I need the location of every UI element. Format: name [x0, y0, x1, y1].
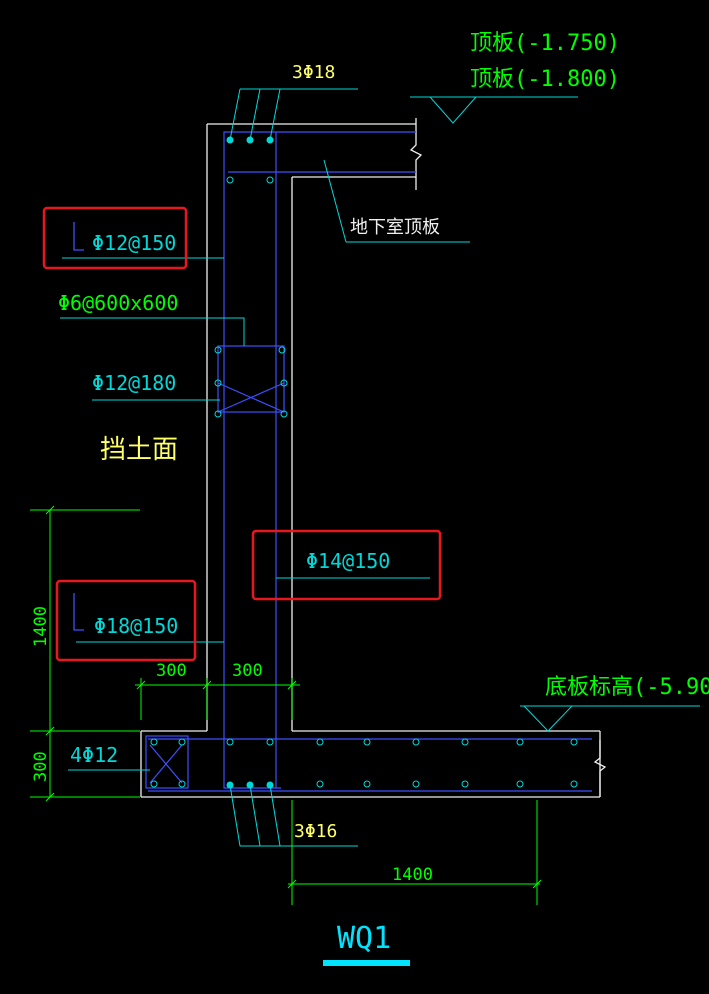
dim-width-300-a: 300 [156, 661, 187, 681]
hook-symbols [73, 222, 84, 631]
title-underline [323, 960, 410, 966]
dim-height-1400: 1400 [31, 606, 51, 647]
dowel-bars-label: Φ18@150 [94, 614, 178, 638]
retaining-face-label: 挡土面 [100, 435, 178, 465]
reinforcement [145, 131, 592, 792]
dimension-lines [30, 505, 542, 905]
dim-height-300: 300 [31, 751, 51, 782]
top-slab-elevation-2: 顶板(-1.800) [470, 67, 620, 92]
highlight-boxes [42, 206, 442, 662]
top-corner-bars-label: 3Φ18 [292, 62, 335, 83]
horizontal-dist-label: Φ12@180 [92, 371, 176, 395]
highlight-outer-vertical [251, 529, 442, 601]
tie-bars-label: Φ6@600x600 [58, 291, 178, 315]
inner-vertical-label: Φ12@150 [92, 231, 176, 255]
dim-width-300-b: 300 [232, 661, 263, 681]
highlight-dowel-bars [55, 579, 197, 662]
concrete-outline [140, 118, 607, 798]
bottom-slab-elevation: 底板标高(-5.900) [545, 675, 709, 700]
toe-bars-label: 4Φ12 [70, 743, 118, 767]
annotation-leaders [60, 88, 700, 847]
outer-vertical-label: Φ14@150 [306, 549, 390, 573]
top-slab-elevation-1: 顶板(-1.750) [470, 31, 620, 56]
dim-width-1400: 1400 [392, 865, 433, 885]
highlight-inner-vertical [42, 206, 188, 270]
basement-roof-label: 地下室顶板 [350, 217, 440, 238]
section-title: WQ1 [337, 921, 391, 956]
bottom-corner-bars-label: 3Φ16 [294, 821, 337, 842]
